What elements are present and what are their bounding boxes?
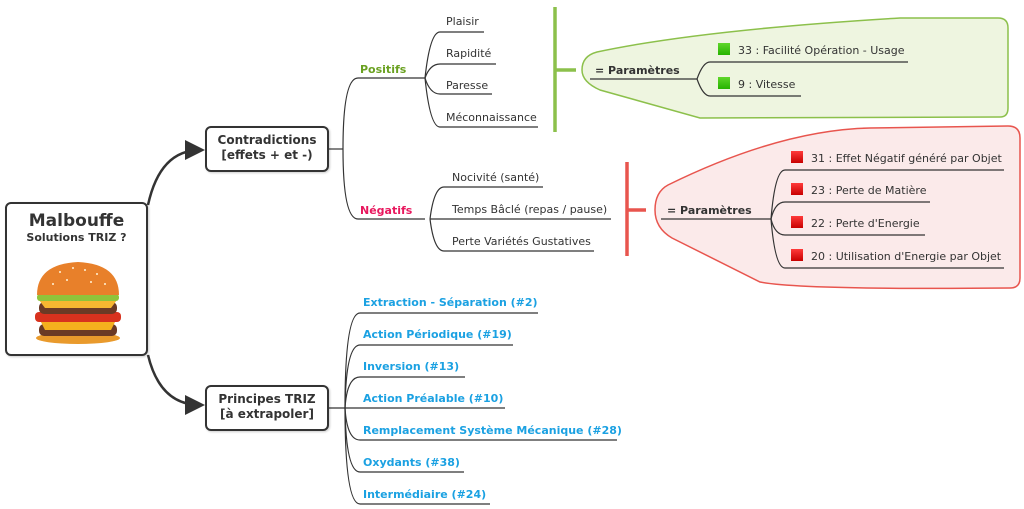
- principle-item[interactable]: Action Périodique (#19): [363, 328, 512, 341]
- principle-item[interactable]: Action Préalable (#10): [363, 392, 504, 405]
- principle-item[interactable]: Oxydants (#38): [363, 456, 460, 469]
- positive-item[interactable]: Plaisir: [446, 15, 479, 28]
- negative-parameters-label[interactable]: = Paramètres: [667, 204, 752, 217]
- positive-parameters-bubble: [581, 17, 1009, 119]
- root-node[interactable]: Malbouffe Solutions TRIZ ?: [5, 202, 148, 356]
- green-square-icon: [718, 77, 730, 89]
- negative-parameters-bubble: [654, 125, 1021, 290]
- positive-parameter-item[interactable]: 9 : Vitesse: [738, 78, 796, 91]
- negative-parameter-item[interactable]: 20 : Utilisation d'Energie par Objet: [811, 250, 1002, 263]
- positive-item[interactable]: Méconnaissance: [446, 111, 537, 124]
- negative-item[interactable]: Nocivité (santé): [452, 171, 540, 184]
- negative-branch-label[interactable]: Négatifs: [360, 204, 413, 217]
- principles-label-line1: Principes TRIZ: [218, 392, 316, 406]
- principle-item[interactable]: Intermédiaire (#24): [363, 488, 487, 501]
- negative-parameter-item[interactable]: 31 : Effet Négatif généré par Objet: [811, 152, 1002, 165]
- red-square-icon: [791, 151, 803, 163]
- positive-branch-label[interactable]: Positifs: [360, 63, 407, 76]
- contradictions-label-line2: [effets + et -): [221, 148, 313, 162]
- negative-item[interactable]: Temps Bâclé (repas / pause): [452, 203, 608, 216]
- principle-item[interactable]: Extraction - Séparation (#2): [363, 296, 538, 309]
- positive-parameter-item[interactable]: 33 : Facilité Opération - Usage: [738, 44, 905, 57]
- root-subtitle: Solutions TRIZ ?: [26, 231, 127, 244]
- contradictions-node[interactable]: Contradictions [effets + et -): [205, 126, 329, 172]
- positive-item[interactable]: Paresse: [446, 79, 489, 92]
- positive-parameters-label[interactable]: = Paramètres: [595, 64, 680, 77]
- principles-label-line2: [à extrapoler]: [220, 407, 314, 421]
- positive-item[interactable]: Rapidité: [446, 47, 492, 60]
- burger-image: [35, 262, 121, 344]
- negative-item[interactable]: Perte Variétés Gustatives: [452, 235, 591, 248]
- root-title: Malbouffe: [28, 211, 125, 231]
- red-square-icon: [791, 249, 803, 261]
- negative-parameter-item[interactable]: 23 : Perte de Matière: [811, 184, 927, 197]
- negative-parameter-item[interactable]: 22 : Perte d'Energie: [811, 217, 920, 230]
- contradictions-label-line1: Contradictions: [217, 133, 317, 147]
- green-square-icon: [718, 43, 730, 55]
- principles-node[interactable]: Principes TRIZ [à extrapoler]: [205, 385, 329, 431]
- red-square-icon: [791, 183, 803, 195]
- principle-item[interactable]: Remplacement Système Mécanique (#28): [363, 424, 622, 437]
- red-square-icon: [791, 216, 803, 228]
- principle-item[interactable]: Inversion (#13): [363, 360, 460, 373]
